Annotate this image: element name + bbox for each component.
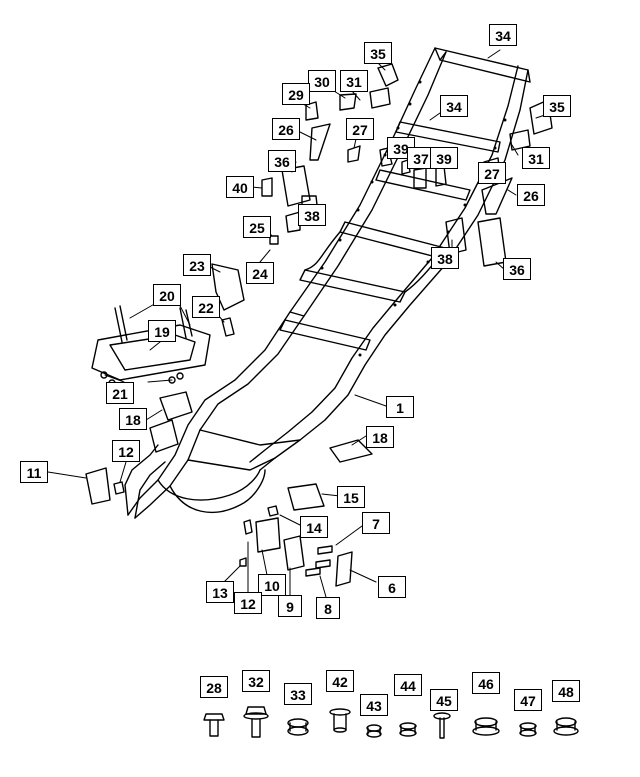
callout-34-rear: 34 bbox=[489, 24, 517, 46]
callout-7: 7 bbox=[362, 512, 390, 534]
callout-40: 40 bbox=[226, 176, 254, 198]
callout-33: 33 bbox=[284, 683, 312, 705]
callout-36-upper: 36 bbox=[268, 150, 296, 172]
callout-27-right: 27 bbox=[478, 162, 506, 184]
front-brackets bbox=[85, 391, 373, 587]
callout-32: 32 bbox=[242, 670, 270, 692]
callout-18-right: 18 bbox=[366, 426, 394, 448]
callout-19: 19 bbox=[148, 320, 176, 342]
callout-6: 6 bbox=[378, 576, 406, 598]
callout-22: 22 bbox=[192, 296, 220, 318]
callout-31-upper: 31 bbox=[340, 70, 368, 92]
callout-13: 13 bbox=[206, 581, 234, 603]
rear-brackets bbox=[211, 63, 553, 337]
callout-24: 24 bbox=[246, 262, 274, 284]
skid-crossmember bbox=[91, 305, 211, 387]
callout-47: 47 bbox=[514, 689, 542, 711]
callout-11: 11 bbox=[20, 461, 48, 483]
callout-26-left: 26 bbox=[272, 118, 300, 140]
callout-44: 44 bbox=[394, 674, 422, 696]
callout-45: 45 bbox=[430, 689, 458, 711]
callout-10: 10 bbox=[258, 574, 286, 596]
callout-30: 30 bbox=[308, 70, 336, 92]
callout-8: 8 bbox=[316, 597, 340, 619]
callout-20: 20 bbox=[153, 284, 181, 306]
callout-9: 9 bbox=[278, 595, 302, 617]
callout-28: 28 bbox=[200, 676, 228, 698]
frame-rails bbox=[124, 47, 531, 519]
callout-23: 23 bbox=[183, 254, 211, 276]
callout-42: 42 bbox=[326, 670, 354, 692]
callout-39-right: 39 bbox=[430, 147, 458, 169]
callout-15: 15 bbox=[337, 486, 365, 508]
callout-31-right: 31 bbox=[522, 147, 550, 169]
fasteners-row bbox=[203, 706, 579, 739]
callout-35-upper: 35 bbox=[364, 42, 392, 64]
callout-38-lower: 38 bbox=[431, 247, 459, 269]
callout-26-right: 26 bbox=[517, 184, 545, 206]
callout-48: 48 bbox=[552, 680, 580, 702]
callout-27-left: 27 bbox=[346, 118, 374, 140]
callout-12-lower: 12 bbox=[234, 592, 262, 614]
callout-14: 14 bbox=[300, 516, 328, 538]
callout-12-upper: 12 bbox=[112, 440, 140, 462]
callout-18-left: 18 bbox=[119, 408, 147, 430]
callout-34-mid: 34 bbox=[440, 95, 468, 117]
callout-25: 25 bbox=[243, 216, 271, 238]
callout-21: 21 bbox=[106, 382, 134, 404]
callout-35-right: 35 bbox=[543, 95, 571, 117]
callout-1: 1 bbox=[386, 396, 414, 418]
callout-29: 29 bbox=[282, 83, 310, 105]
callout-36-lower: 36 bbox=[503, 258, 531, 280]
callout-43: 43 bbox=[360, 694, 388, 716]
callout-46: 46 bbox=[472, 672, 500, 694]
callout-38-upper: 38 bbox=[298, 204, 326, 226]
